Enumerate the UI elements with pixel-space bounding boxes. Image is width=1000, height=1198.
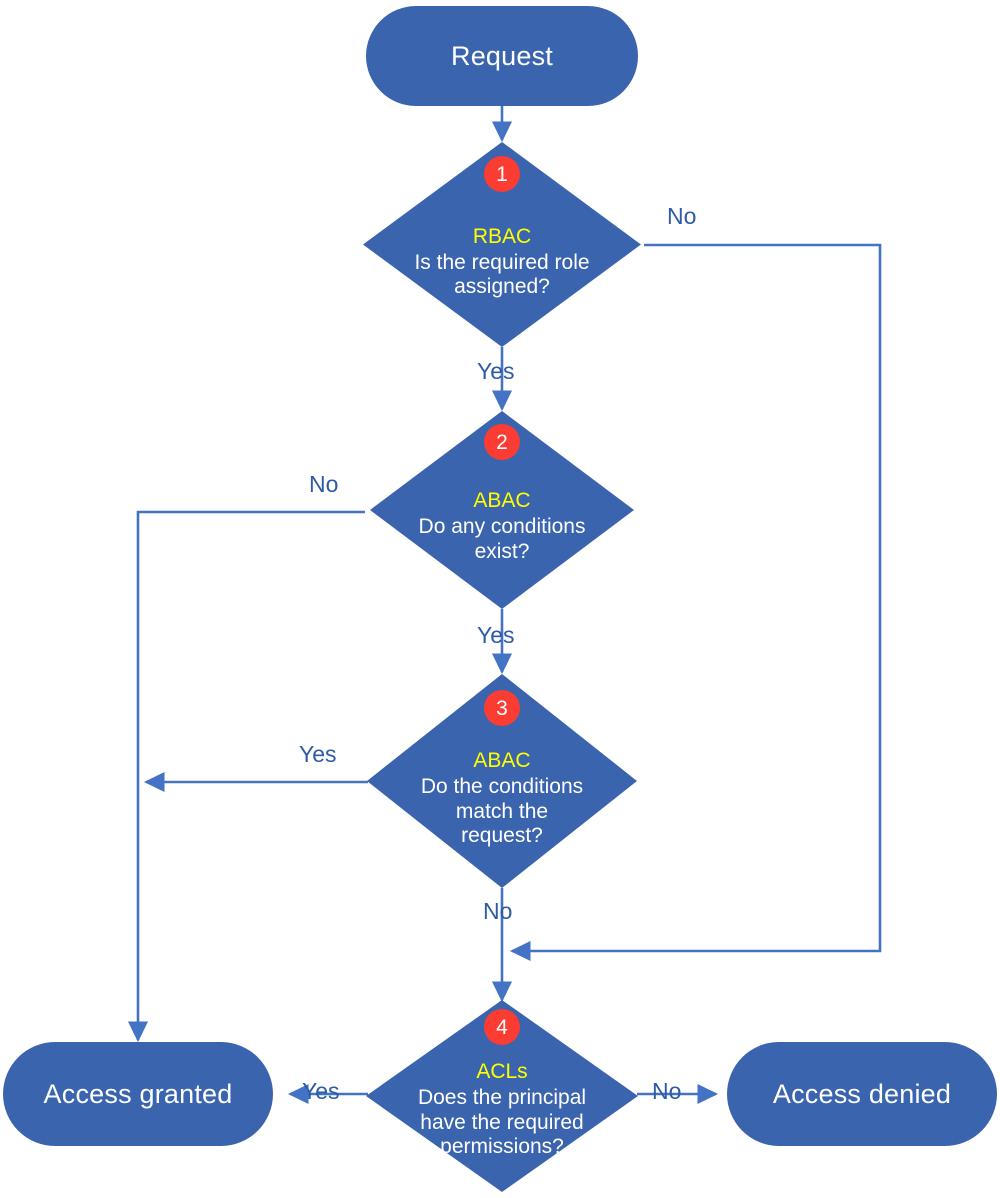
- decision-3-question-line2: match the: [455, 799, 549, 823]
- decision-3-content: ABAC Do the conditions match the request…: [367, 713, 637, 849]
- step-badge-1: 1: [484, 156, 520, 192]
- decision-3-question-line1: Do the conditions: [420, 774, 584, 798]
- decision-1-model: RBAC: [472, 224, 532, 248]
- decision-2-model: ABAC: [473, 489, 531, 513]
- decision-4-question-line2: have the required: [420, 1110, 584, 1134]
- step-badge-2: 2: [484, 424, 520, 460]
- node-request-label: Request: [451, 40, 553, 71]
- edge-label-d2-no: No: [309, 471, 339, 497]
- edge-label-d1-no: No: [667, 203, 697, 229]
- node-decision-abac-conditions-exist[interactable]: 2 ABAC Do any conditions exist?: [370, 411, 634, 609]
- edge-label-d2-yes: Yes: [477, 622, 515, 648]
- edge-label-d1-yes: Yes: [477, 358, 515, 384]
- edge-d2-no-to-granted: [127, 510, 365, 1043]
- decision-2-content: ABAC Do any conditions exist?: [370, 455, 634, 564]
- step-badge-2-label: 2: [496, 430, 508, 454]
- decision-1-content: RBAC Is the required role assigned?: [363, 189, 641, 300]
- step-badge-3-label: 3: [496, 696, 508, 720]
- node-decision-acls[interactable]: 4 ACLs Does the principal have the requi…: [366, 1000, 638, 1192]
- step-badge-4-label: 4: [496, 1015, 508, 1039]
- decision-4-model: ACLs: [476, 1059, 528, 1083]
- edge-label-d3-yes: Yes: [299, 741, 337, 767]
- node-access-granted-label: Access granted: [43, 1078, 233, 1109]
- node-access-denied-label: Access denied: [772, 1078, 952, 1109]
- step-badge-3: 3: [484, 690, 520, 726]
- step-badge-1-label: 1: [496, 162, 508, 186]
- node-access-denied[interactable]: Access denied: [727, 1042, 997, 1146]
- edge-label-d4-yes: Yes: [302, 1078, 340, 1104]
- edge-label-d3-no: No: [483, 898, 513, 924]
- node-decision-rbac[interactable]: 1 RBAC Is the required role assigned?: [363, 142, 641, 347]
- decision-3-model: ABAC: [473, 748, 531, 772]
- edge-d1-no-to-d4-trunk: [509, 243, 882, 962]
- decision-4-content: ACLs Does the principal have the require…: [366, 1032, 638, 1160]
- edge-label-d4-no: No: [652, 1078, 682, 1104]
- decision-4-question-line3: permissions?: [440, 1135, 564, 1159]
- node-request[interactable]: Request: [366, 6, 638, 106]
- decision-4-question-line1: Does the principal: [417, 1085, 587, 1109]
- decision-1-question-line1: Is the required role: [414, 250, 590, 274]
- node-decision-abac-conditions-match[interactable]: 3 ABAC Do the conditions match the reque…: [367, 674, 637, 888]
- node-access-granted[interactable]: Access granted: [3, 1042, 273, 1146]
- decision-2-question-line1: Do any conditions: [418, 515, 586, 539]
- decision-2-question-line2: exist?: [474, 539, 530, 563]
- decision-3-question-line3: request?: [461, 824, 543, 848]
- decision-1-question-line2: assigned?: [454, 275, 550, 299]
- step-badge-4: 4: [484, 1009, 520, 1045]
